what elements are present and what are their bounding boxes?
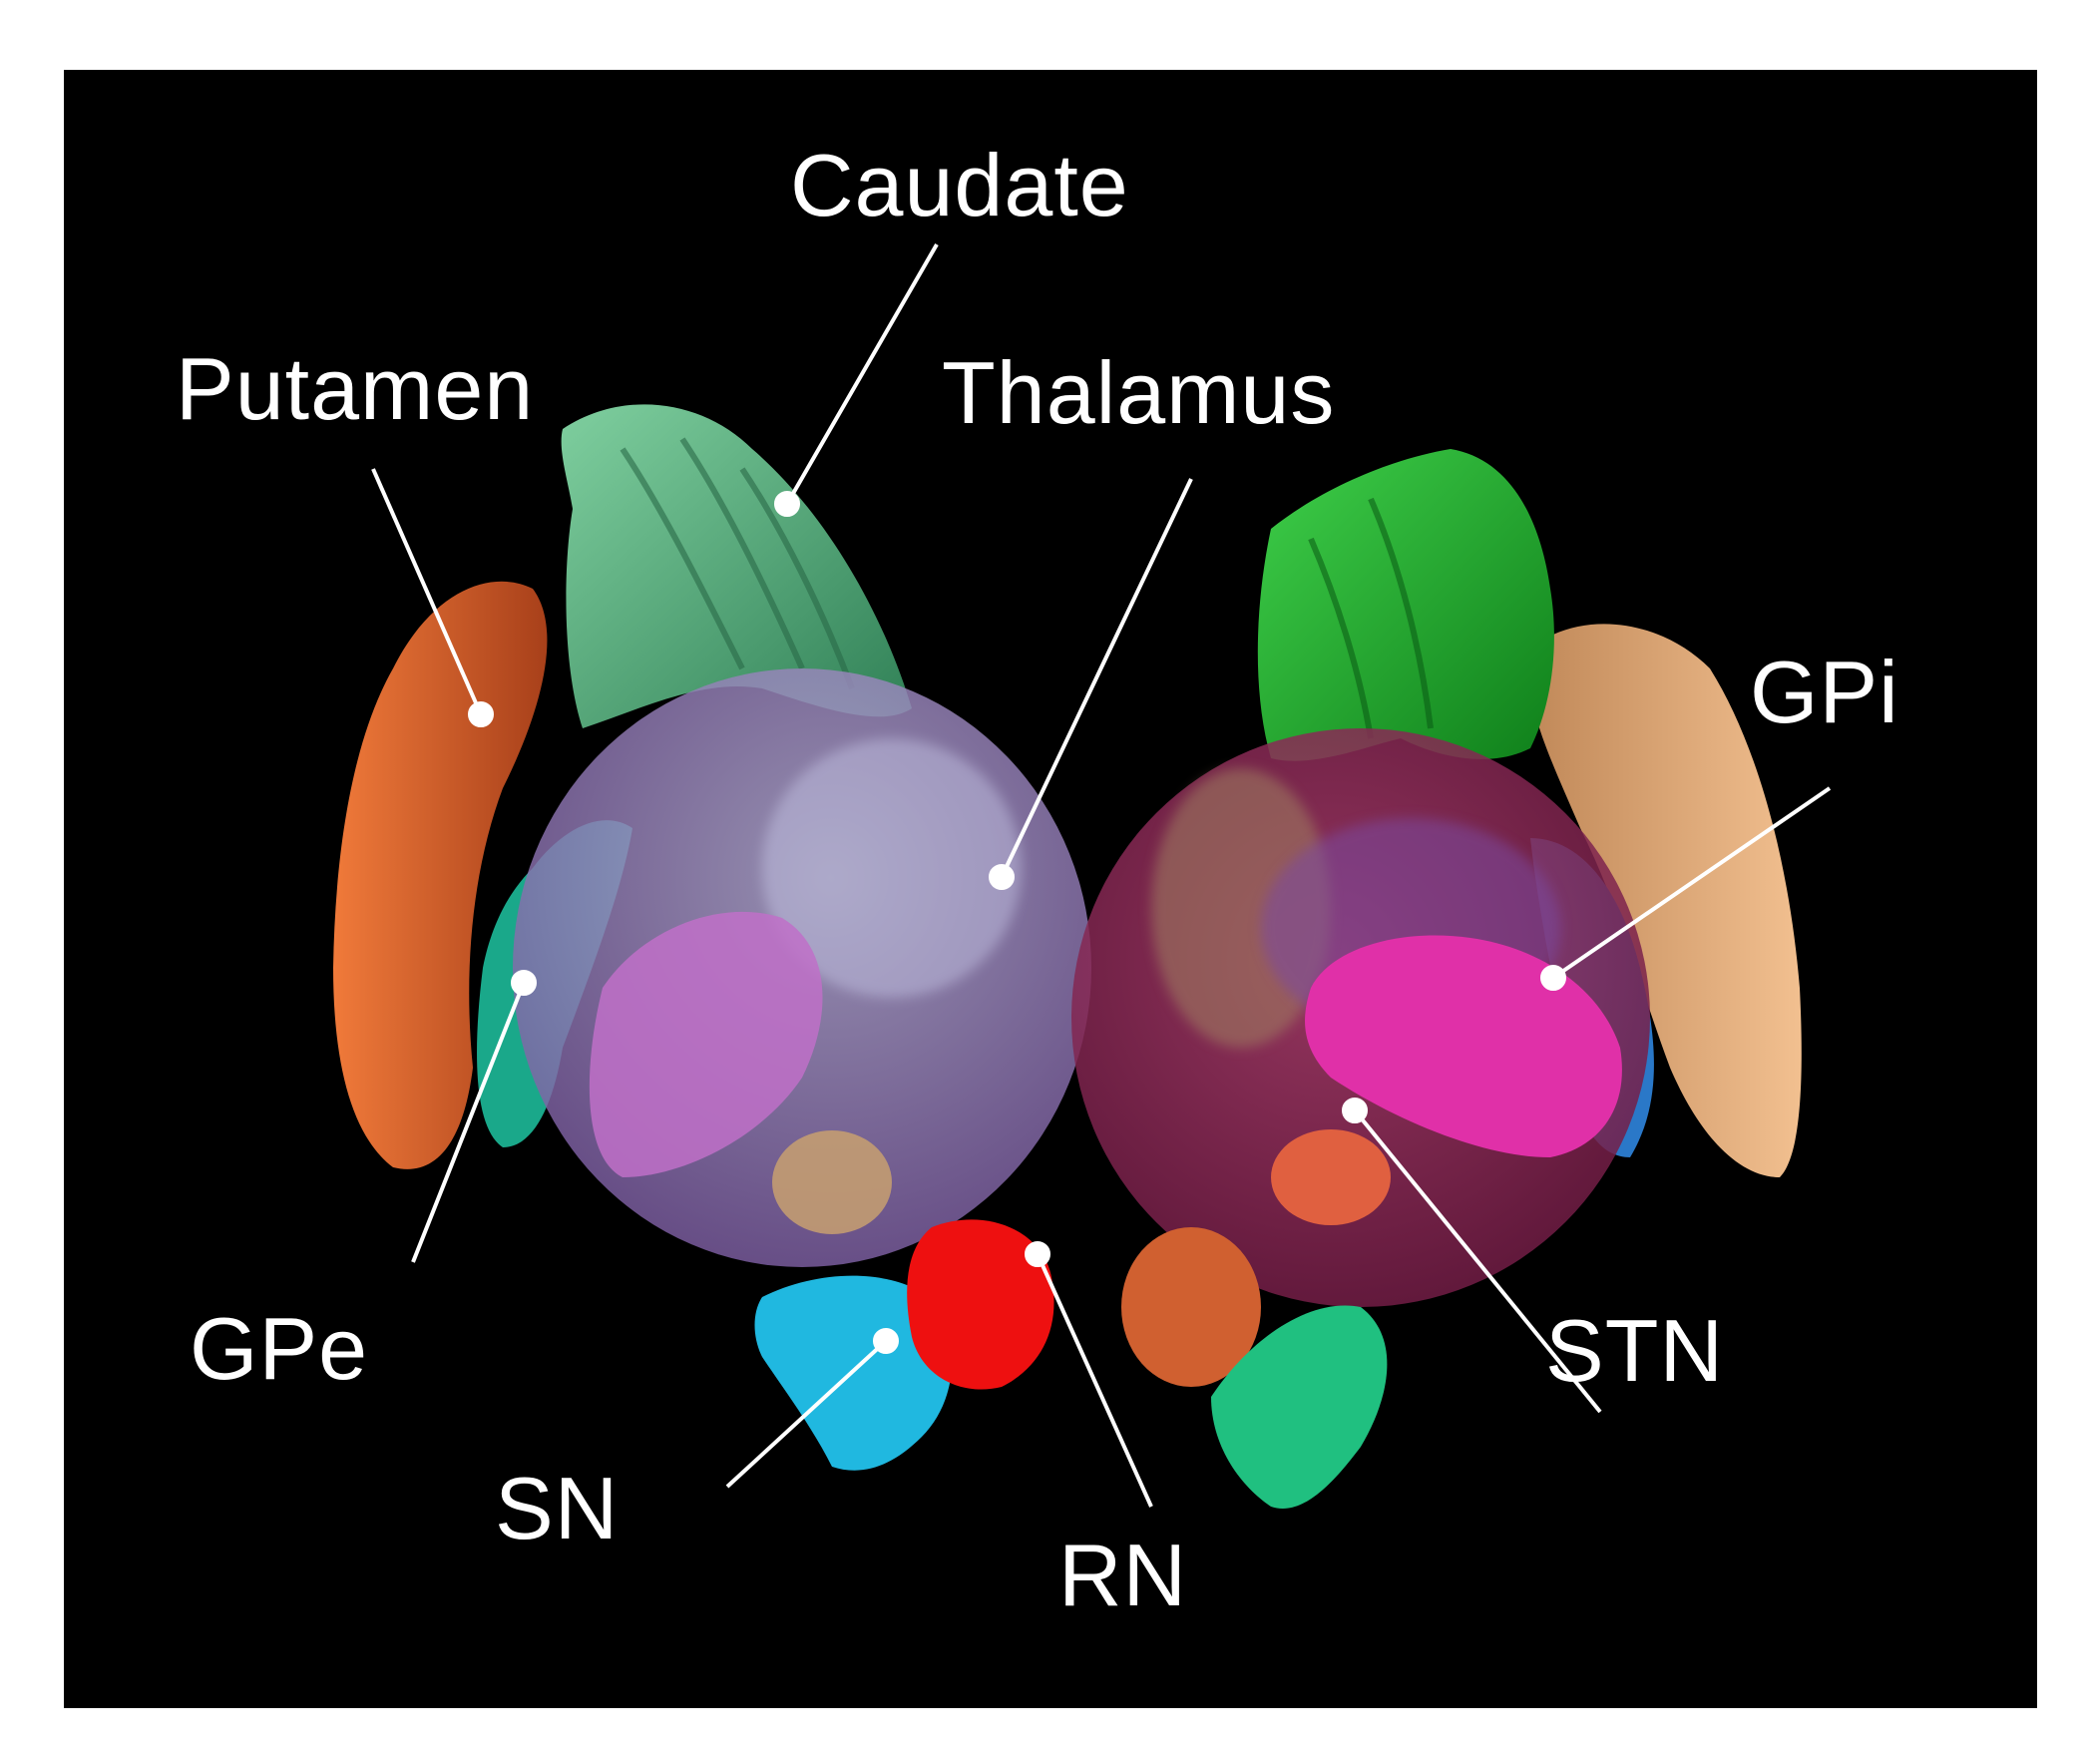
label-stn: STN — [1545, 1301, 1724, 1400]
rn-right-shape — [1121, 1227, 1261, 1387]
stn-right-shape — [1271, 1129, 1391, 1225]
figure-panel: Caudate Putamen Thalamus GPi GPe SN RN S… — [64, 70, 2037, 1708]
caudate-right-texture — [1308, 497, 1434, 739]
brain-render — [333, 243, 1832, 1509]
rn-left-shape — [907, 1219, 1054, 1390]
label-putamen: Putamen — [176, 339, 535, 438]
label-sn: SN — [495, 1459, 620, 1557]
leader-lines — [371, 243, 1832, 1508]
label-gpe: GPe — [190, 1299, 369, 1398]
label-caudate: Caudate — [790, 136, 1129, 234]
caudate-left-texture — [620, 437, 855, 690]
label-thalamus: Thalamus — [942, 343, 1336, 442]
caudate-left-shape — [561, 404, 912, 728]
putamen-left-shape — [333, 581, 548, 1169]
label-rn: RN — [1058, 1526, 1188, 1624]
sn-right-shape — [1211, 1305, 1388, 1509]
gpi-left-shape — [589, 911, 823, 1177]
stn-left-shape — [772, 1130, 892, 1234]
label-gpi: GPi — [1750, 643, 1899, 741]
gpi-right-shape — [1305, 935, 1622, 1157]
